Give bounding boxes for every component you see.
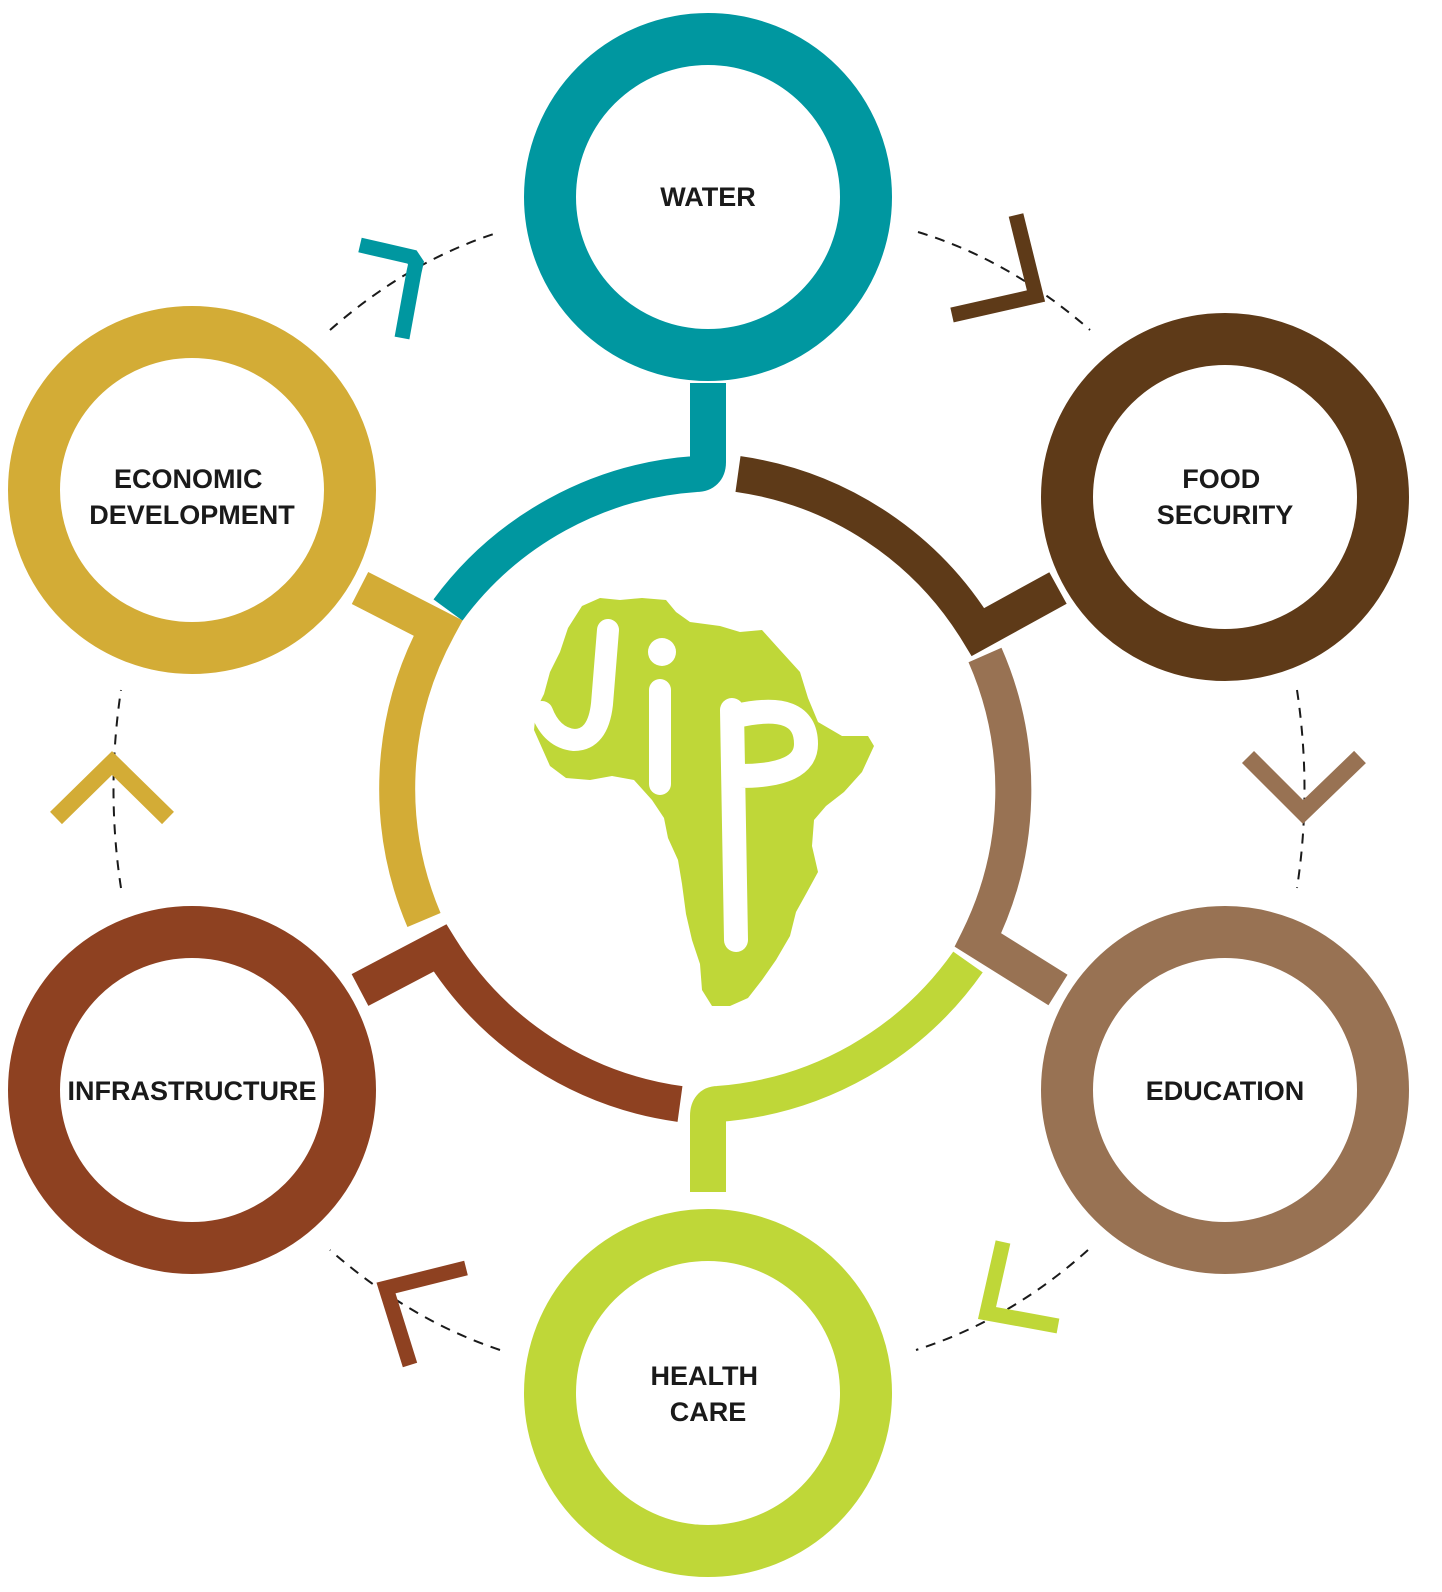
- connector-infrastructure-economic: [112, 689, 122, 889]
- arrow-chevron-icon: [376, 1260, 468, 1368]
- ring-segment-economic-development: [351, 571, 463, 928]
- circle-health-care[interactable]: [524, 1209, 892, 1577]
- circle-water[interactable]: [524, 13, 892, 381]
- node-economic-development[interactable]: ECONOMIC DEVELOPMENT: [8, 306, 376, 674]
- logo-dot-i: [648, 638, 676, 666]
- node-food-security[interactable]: FOOD SECURITY: [1041, 313, 1409, 681]
- arrow-chevron-icon: [977, 1240, 1060, 1334]
- logo-letter-j: [531, 619, 619, 752]
- circle-education[interactable]: [1041, 906, 1409, 1274]
- arrow-chevron-icon: [50, 751, 174, 825]
- ring-segment-health-care: [690, 951, 983, 1192]
- node-health-care[interactable]: HEALTH CARE: [524, 1209, 892, 1577]
- africa-map-icon: [534, 598, 874, 1006]
- circle-infrastructure[interactable]: [8, 906, 376, 1274]
- outer-circles: WATER FOOD SECURITY EDUCATION HEALTH CAR…: [8, 13, 1409, 1577]
- connector-health-infrastructure: [329, 1249, 501, 1351]
- connector-education-health: [915, 1249, 1089, 1351]
- ring-segment-water: [433, 383, 726, 621]
- node-education[interactable]: EDUCATION: [1041, 906, 1409, 1274]
- label-education: EDUCATION: [1146, 1076, 1305, 1106]
- connector-economic-water: [329, 231, 501, 331]
- connector-food-education: [1296, 689, 1306, 889]
- central-ring: [351, 383, 1068, 1192]
- label-food-security: FOOD SECURITY: [1157, 464, 1294, 530]
- label-health-care: HEALTH CARE: [650, 1361, 765, 1427]
- logo-letter-p: [720, 698, 819, 952]
- ring-segment-education: [954, 647, 1068, 1006]
- flow-arrows: [50, 213, 1366, 1368]
- connector-water-food: [917, 231, 1091, 331]
- arrow-chevron-icon: [358, 237, 425, 340]
- label-water: WATER: [660, 182, 756, 212]
- arrow-chevron-icon: [1241, 750, 1366, 824]
- ring-segment-food-security: [735, 456, 1067, 657]
- label-infrastructure: INFRASTRUCTURE: [68, 1076, 317, 1106]
- label-economic-development: ECONOMIC DEVELOPMENT: [89, 464, 295, 530]
- circle-food-security[interactable]: [1041, 313, 1409, 681]
- dashed-connectors: [112, 231, 1306, 1351]
- arrow-chevron-icon: [950, 213, 1046, 323]
- ring-segment-infrastructure: [351, 924, 683, 1122]
- center-logo: [531, 598, 874, 1006]
- node-water[interactable]: WATER: [524, 13, 892, 381]
- circle-economic-development[interactable]: [8, 306, 376, 674]
- node-infrastructure[interactable]: INFRASTRUCTURE: [8, 906, 376, 1274]
